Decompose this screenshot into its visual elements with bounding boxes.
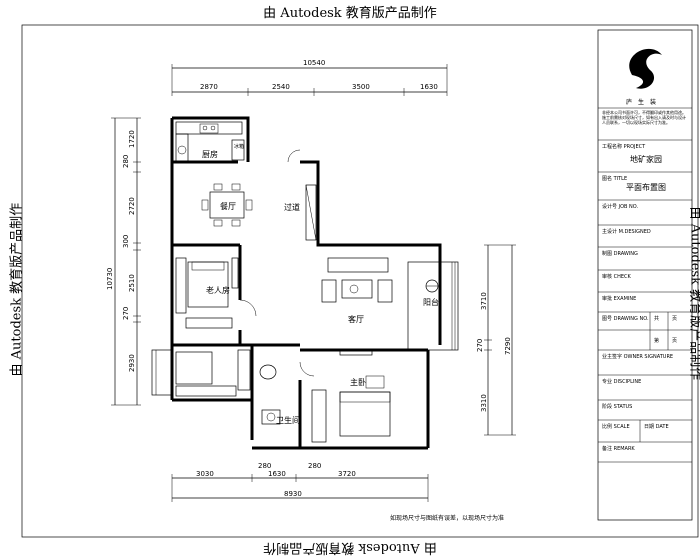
tb-title-label: 图名 TITLE [602,175,627,182]
tb-page-label-2: 页 [672,338,677,344]
tb-project-value: 地矿家园 [630,154,662,164]
logo-seal [629,48,662,89]
dim-top-seg1: 2870 [200,83,218,91]
room-label-dining: 餐厅 [220,202,236,211]
tb-check-label: 审核 CHECK [602,273,631,280]
room-labels: 厨房 冰箱 餐厅 过道 老人房 客厅 阳台 主卧 卫生间 [202,143,439,425]
walls [170,116,442,450]
room-label-corridor: 过道 [284,202,300,212]
tb-drawing-label: 制图 DRAWING [602,250,638,257]
tb-owner-label: 业主签字 OWNER SIGNATURE [602,353,673,360]
plan-note: 如现场尺寸与图纸有误差，以现场尺寸为准 [390,514,504,522]
title-block: 庐 生 装 非经本公司书面许可，不得翻印或作其他用途。施工前需核对现场尺寸，如有… [597,29,693,521]
tb-project-label: 工程名称 PROJECT [602,143,646,150]
dim-top-seg4: 1630 [420,83,438,91]
dim-top-total: 10540 [303,59,325,67]
dim-left-seg5: 2510 [128,274,136,292]
room-label-elder: 老人房 [206,285,230,295]
dim-right-seg1: 3710 [480,292,488,310]
dim-top-seg2: 2540 [272,83,290,91]
room-label-balcony: 阳台 [423,297,439,307]
dim-bottom-seg2: 1630 [268,470,286,478]
legal-notes: 非经本公司书面许可，不得翻印或作其他用途。施工前需核对现场尺寸，如有出入请及时与… [602,110,686,125]
tb-title-value: 平面布置图 [626,182,666,192]
tb-ver-label: 第 [654,337,659,344]
tb-discipline-label: 专业 DISCIPLINE [602,378,641,385]
tb-exam-label: 审批 EXAMINE [602,295,636,302]
tb-total-label: 共 [654,315,659,322]
bottom-dimensions: 3030 1630 3720 280 280 8930 [171,462,429,502]
dim-left-seg1: 1720 [128,130,136,148]
room-label-kitchen: 厨房 [202,149,218,159]
dim-right-seg3: 3310 [480,394,488,412]
left-dimensions: 10730 1720 280 2720 300 2510 270 2930 [106,117,141,406]
tb-page-label: 页 [672,316,677,322]
dim-bottom-small1: 280 [258,462,271,470]
room-label-master: 主卧 [350,377,366,387]
right-dimensions: 3710 270 3310 7290 [476,244,516,436]
dim-left-seg6: 270 [122,307,130,320]
dim-right-seg2: 270 [476,339,484,352]
bay-window [151,349,173,396]
balcony [407,261,459,351]
tb-designed-label: 主设计 M.DESIGNED [602,228,651,235]
dim-bottom-seg3: 3720 [338,470,356,478]
dim-bottom-total: 8930 [284,490,302,498]
dim-bottom-seg1: 3030 [196,470,214,478]
dim-left-seg3: 2720 [128,197,136,215]
furniture [175,121,393,443]
fridge-label: 冰箱 [234,143,244,150]
tb-jobno-label: 设计号 JOB NO. [602,203,638,210]
dim-left-seg4: 300 [122,235,130,248]
dim-top-seg3: 3500 [352,83,370,91]
company-name: 庐 生 装 [626,98,656,106]
tb-drawing-no-label: 图号 DRAWING NO. [602,316,649,322]
watermark-top: 由 Autodesk 教育版产品制作 [263,6,437,21]
sheet-border [21,24,699,538]
tb-date-label: 日期 DATE [644,424,669,430]
room-label-living: 客厅 [348,314,364,324]
tb-scale-label: 比例 SCALE [602,423,630,430]
room-label-bathroom: 卫生间 [276,415,300,425]
tb-status-label: 阶段 STATUS [602,403,632,410]
dim-right-total: 7290 [504,337,512,355]
dim-bottom-small2: 280 [308,462,321,470]
dim-left-total: 10730 [106,268,114,290]
tb-remark-label: 备注 REMARK [602,445,635,452]
top-dimensions: 10540 2870 2540 3500 1630 [171,59,448,96]
dim-left-seg2: 280 [122,155,130,168]
dim-left-seg7: 2930 [128,354,136,372]
